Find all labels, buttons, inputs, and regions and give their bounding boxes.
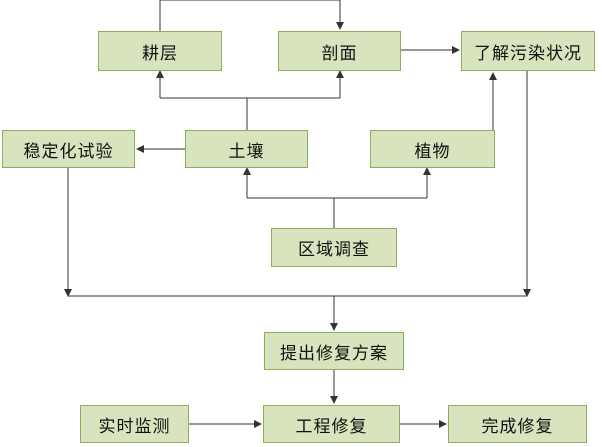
node-repair-complete: 完成修复 <box>448 405 587 443</box>
node-plants: 植物 <box>370 130 495 168</box>
edge-survey-to-soil-plants <box>247 197 427 228</box>
node-pollution-status: 了解污染状况 <box>461 31 595 71</box>
node-realtime-monitoring: 实时监测 <box>80 405 189 443</box>
edge-tillage-profile-bracket <box>159 0 340 31</box>
node-stabilization-test: 稳定化试验 <box>2 130 135 168</box>
edge-soil-to-upper <box>160 97 340 130</box>
node-repair-plan: 提出修复方案 <box>264 332 404 370</box>
node-tillage-layer: 耕层 <box>98 31 222 71</box>
node-soil: 土壤 <box>185 130 308 168</box>
node-engineering-repair: 工程修复 <box>263 405 400 443</box>
node-profile: 剖面 <box>278 31 401 71</box>
node-regional-survey: 区域调查 <box>271 228 397 267</box>
